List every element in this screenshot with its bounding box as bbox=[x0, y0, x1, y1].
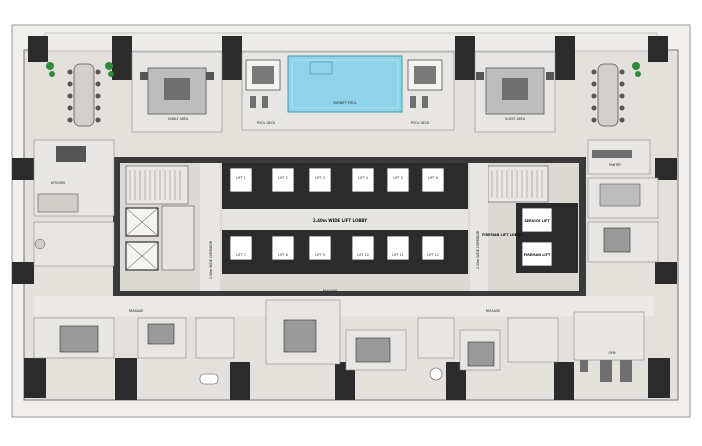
stair-right bbox=[487, 165, 549, 203]
lift-car-icon bbox=[421, 235, 445, 261]
lift-car-icon bbox=[229, 167, 253, 193]
left-lounge bbox=[33, 221, 115, 267]
pool-loungers bbox=[245, 59, 443, 108]
infinity-pool bbox=[287, 55, 403, 113]
fireman-lift-lobby-label: FIREMAN LIFT LOBBY bbox=[482, 233, 523, 237]
pantry-label: PANTRY bbox=[609, 163, 621, 167]
lift-label: LIFT 11 bbox=[392, 253, 404, 257]
lift-car-icon bbox=[271, 167, 295, 193]
lift-label: LIFT 8 bbox=[278, 253, 287, 257]
guest-area-label: GUEST AREA bbox=[505, 117, 526, 121]
lift-labels-bottom: LIFT 7 LIFT 8 LIFT 9 LIFT 10 LIFT 11 LIF… bbox=[236, 253, 439, 257]
lift-label: LIFT 7 bbox=[236, 253, 245, 257]
lift-car-icon bbox=[351, 167, 375, 193]
service-lift-label: SERVICE LIFT bbox=[524, 219, 550, 223]
infinity-pool-label: INFINITY POOL bbox=[333, 101, 356, 105]
lift-cars bbox=[229, 167, 445, 261]
kitchen-label: KITCHEN bbox=[51, 181, 65, 185]
family-area-label: FAMILY AREA bbox=[168, 117, 189, 121]
lift-car-icon bbox=[308, 235, 332, 261]
right-rooms bbox=[587, 139, 659, 263]
passage-left-label: PASSAGE bbox=[129, 309, 144, 313]
lift-car-icon bbox=[271, 235, 295, 261]
lift-label: LIFT 10 bbox=[357, 253, 369, 257]
lift-label: LIFT 1 bbox=[236, 176, 245, 180]
passage-strip bbox=[34, 296, 654, 316]
lift-label: LIFT 5 bbox=[393, 176, 402, 180]
corridor-right-label: 2.00m WIDE CORRIDOR bbox=[476, 230, 480, 269]
kitchen bbox=[33, 139, 115, 217]
perimeter-columns bbox=[12, 36, 677, 400]
guest-area bbox=[474, 51, 556, 133]
lift-car-icon bbox=[386, 167, 410, 193]
lift-car-icon bbox=[308, 167, 332, 193]
gym-label: GYM bbox=[608, 351, 615, 355]
lift-label: LIFT 6 bbox=[428, 176, 437, 180]
pool-deck-left-label: POOL DECK bbox=[257, 121, 276, 125]
plant-icon bbox=[46, 62, 641, 77]
lift-labels-top: LIFT 1 LIFT 2 LIFT 3 LIFT 4 LIFT 5 LIFT … bbox=[236, 176, 437, 180]
lift-label: LIFT 4 bbox=[358, 176, 367, 180]
lift-label: LIFT 2 bbox=[278, 176, 287, 180]
bottom-rooms bbox=[33, 299, 645, 385]
gym-equipment bbox=[580, 360, 632, 382]
lift-car-icon bbox=[351, 235, 375, 261]
lift-label: LIFT 12 bbox=[427, 253, 439, 257]
lift-label: LIFT 3 bbox=[315, 176, 324, 180]
lift-lobby-label: 2.40m WIDE LIFT LOBBY bbox=[313, 218, 367, 223]
corridor-left-label: 2.00m WIDE CORRIDOR bbox=[209, 240, 213, 279]
lift-label: LIFT 9 bbox=[315, 253, 324, 257]
dining-tables bbox=[67, 63, 625, 127]
lift-car-icon bbox=[386, 235, 410, 261]
fireman-lift-label: FIREMAN LIFT bbox=[524, 253, 551, 257]
stair-left bbox=[125, 165, 189, 205]
pool-deck-right-label: POOL DECK bbox=[411, 121, 430, 125]
central-core bbox=[113, 157, 586, 297]
passage-right-label: PASSAGE bbox=[486, 309, 501, 313]
lift-car-icon bbox=[229, 235, 253, 261]
passage-center-label: PASSAGE bbox=[323, 289, 338, 293]
family-area bbox=[131, 51, 223, 133]
lift-car-icon bbox=[421, 167, 445, 193]
